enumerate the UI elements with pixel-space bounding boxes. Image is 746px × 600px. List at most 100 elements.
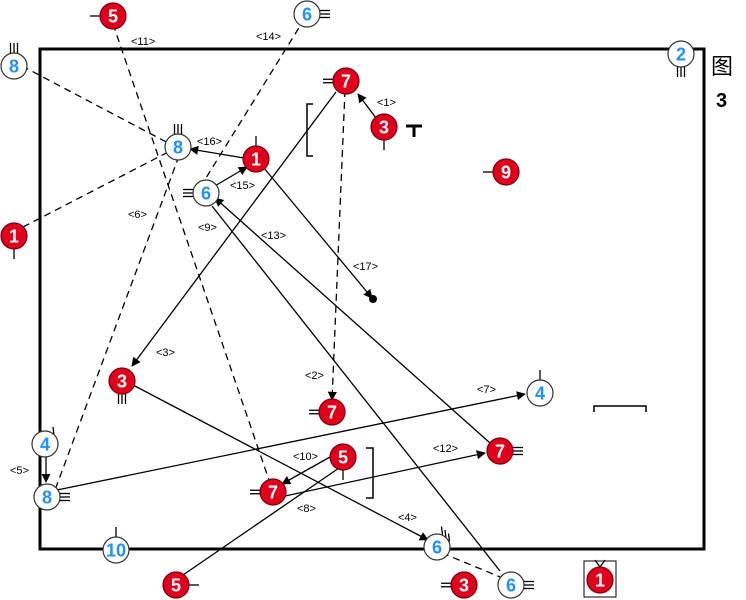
player-marker (370, 113, 398, 141)
player-number: 6 (302, 5, 312, 25)
player-marker (329, 443, 357, 471)
attacker-r7d: 7 (250, 478, 287, 506)
player-number: 7 (268, 483, 278, 503)
attacker-r1box: 1 (586, 559, 614, 594)
player-number: 2 (676, 45, 686, 65)
player-number: 6 (506, 576, 516, 596)
player-number: 8 (42, 488, 52, 508)
defender-b6bot: 6 (423, 526, 451, 561)
line-2 (327, 89, 346, 401)
line-dash-8tl (21, 65, 173, 146)
defender-b10: 10 (102, 527, 130, 564)
line-dash-1left (22, 147, 177, 228)
line-9 (211, 205, 501, 572)
move-label-l8: <8> (297, 503, 316, 515)
player-number: 6 (201, 184, 211, 204)
move-label-l4: <4> (398, 512, 417, 524)
player-number: 7 (341, 72, 351, 92)
attacker-r7a: 7 (323, 67, 360, 95)
attacker-r5mid: 5 (329, 443, 357, 480)
player-number: 1 (595, 571, 605, 591)
attacker-r7c: 7 (486, 437, 523, 465)
player-marker (497, 571, 525, 599)
inset-box (583, 560, 617, 598)
move-label-l1: <1> (377, 97, 396, 109)
move-label-l17: <17> (353, 261, 378, 273)
solid-lines (41, 91, 526, 576)
defender-b6mid: 6 (183, 179, 220, 207)
move-label-l15: <15> (230, 180, 255, 192)
line-7 (56, 391, 526, 491)
defender-b8mid: 8 (164, 124, 192, 161)
move-label-l9: <9> (198, 222, 217, 234)
defender-b8bl: 8 (33, 483, 70, 511)
player-marker (33, 483, 61, 511)
line-8 (182, 467, 340, 576)
line-12 (284, 450, 486, 497)
player-marker (0, 52, 28, 80)
player-number: 4 (40, 435, 50, 455)
figure-number: 3 (716, 90, 727, 112)
line-17 (263, 167, 373, 299)
attacker-r7b: 7 (309, 398, 346, 426)
player-number: 3 (459, 576, 469, 596)
player-marker (492, 158, 520, 186)
move-label-l13: <13> (261, 230, 286, 242)
move-label-l7: <7> (477, 384, 496, 396)
player-number: 6 (432, 538, 442, 558)
attacker-r5bot: 5 (162, 571, 199, 599)
player-marker (192, 179, 220, 207)
player-marker (164, 133, 192, 161)
player-marker (423, 533, 451, 561)
move-label-l14: <14> (256, 31, 281, 43)
player-marker (242, 145, 270, 173)
move-label-l3: <3> (156, 347, 175, 359)
dashed-lines (21, 17, 506, 580)
move-labels: <1><2><3><4><5><6><7><8><9><10><11><12><… (10, 31, 496, 524)
line-11 (112, 23, 271, 484)
move-label-l6: <6> (128, 209, 147, 221)
line-1 (357, 93, 377, 119)
player-number: 9 (501, 163, 511, 183)
player-marker (450, 571, 478, 599)
player-number: 3 (379, 118, 389, 138)
player-marker (99, 2, 127, 30)
bracket-right (366, 447, 374, 499)
player-number: 7 (495, 442, 505, 462)
line-10 (281, 456, 331, 485)
attacker-r3left: 3 (108, 367, 136, 404)
attacker-r5top: 5 (90, 2, 127, 30)
player-marker (0, 222, 28, 250)
player-marker (486, 437, 514, 465)
player-marker (108, 367, 136, 395)
player-number: 1 (9, 227, 19, 247)
attacker-r1mid: 1 (242, 136, 270, 173)
court-boundary (38, 47, 706, 551)
move-label-l2: <2> (305, 370, 324, 382)
player-number: 8 (173, 138, 183, 158)
player-number: 8 (9, 57, 19, 77)
line-15 (212, 166, 248, 188)
line-4 (132, 384, 429, 541)
player-number: 1 (251, 150, 261, 170)
move-label-l16: <16> (197, 136, 222, 148)
screen-marks (306, 103, 647, 499)
line-6 (54, 155, 180, 491)
move-label-l10: <10> (293, 451, 318, 463)
screen-bar (593, 405, 647, 412)
player-number: 5 (338, 448, 348, 468)
player-number: 10 (106, 541, 126, 561)
player-marker (526, 379, 554, 407)
run-end-dot (369, 295, 377, 303)
attacker-r3bot: 3 (441, 571, 478, 599)
player-marker (293, 0, 321, 28)
player-marker (31, 430, 59, 458)
figure-char: 图 (711, 55, 733, 80)
defender-b4left: 4 (31, 426, 59, 458)
player-marker (162, 571, 190, 599)
move-label-l12: <12> (433, 443, 458, 455)
line-3 (131, 91, 337, 367)
defender-b8tl: 8 (0, 43, 28, 80)
bracket-left (306, 103, 313, 157)
